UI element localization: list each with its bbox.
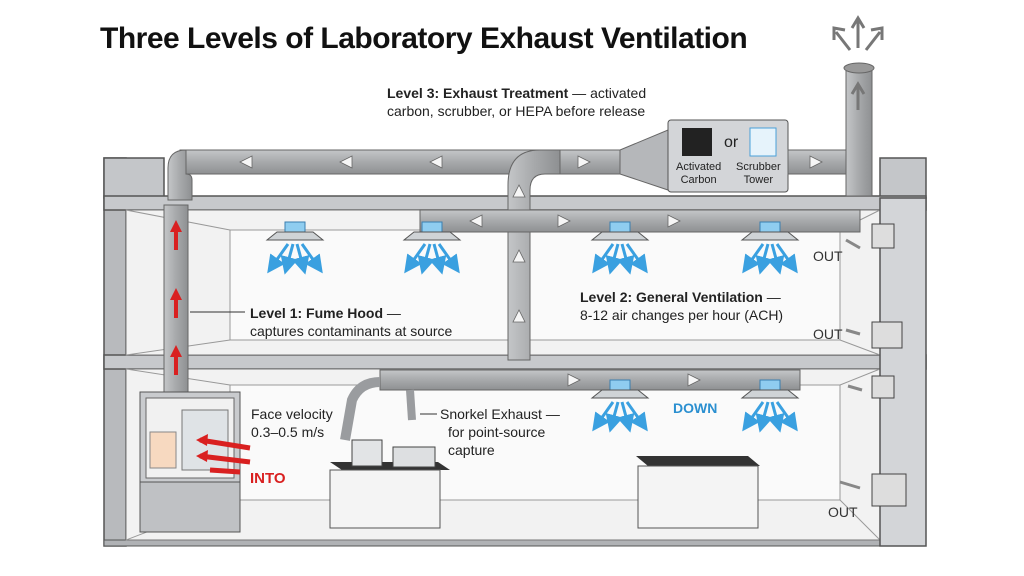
carbon-label-1: Activated	[676, 161, 722, 173]
fume-hood-airflow-arrows	[170, 220, 251, 475]
out-label-1: OUT	[813, 248, 843, 264]
level3-desc-2: carbon, scrubber, or HEPA before release	[387, 103, 646, 119]
level1-suffix: —	[383, 305, 401, 321]
face-velocity-1: Face velocity	[251, 406, 333, 422]
page-title: Three Levels of Laboratory Exhaust Venti…	[100, 22, 748, 55]
level2-heading: Level 2: General Ventilation	[580, 289, 763, 305]
ceiling-diffuser-icon	[590, 221, 650, 275]
carbon-label: Activated Carbon	[676, 161, 721, 187]
outlet-arrows	[839, 238, 863, 490]
main-riser	[379, 149, 861, 391]
level3-heading: Level 3: Exhaust Treatment	[387, 85, 569, 101]
scrubber-tower-icon	[749, 127, 777, 157]
into-label: INTO	[250, 470, 286, 487]
level2-desc: 8-12 air changes per hour (ACH)	[580, 307, 784, 323]
scrubber-label-1: Scrubber	[736, 161, 781, 173]
scrubber-label: Scrubber Tower	[736, 161, 781, 187]
out-label-3: OUT	[828, 504, 858, 520]
leader-lines	[190, 311, 437, 415]
ceiling-diffuser-icon	[265, 221, 325, 275]
down-label: DOWN	[673, 400, 718, 416]
exhaust-plume-icon	[832, 15, 884, 110]
ceiling-diffuser-icon	[740, 221, 800, 275]
level3-desc-1: — activated	[568, 85, 647, 101]
face-velocity-2: 0.3–0.5 m/s	[251, 424, 325, 440]
fume-hood-cabinet	[139, 391, 241, 533]
ceiling-diffuser-icon	[740, 379, 800, 433]
ceiling-diffuser-icon	[590, 379, 650, 433]
wall-vents	[871, 223, 907, 507]
face-velocity-label: Face velocity 0.3–0.5 m/s	[251, 405, 333, 441]
level2-suffix: —	[762, 289, 781, 305]
snorkel-line-2: for point-source	[448, 424, 546, 440]
snorkel-arm	[340, 377, 416, 441]
out-label-2: OUT	[813, 326, 843, 342]
carbon-label-2: Carbon	[680, 174, 717, 186]
level1-desc: captures contaminants at source	[250, 323, 453, 339]
level2-label: Level 2: General Ventilation — 8-12 air …	[580, 288, 783, 324]
snorkel-line-1: Snorkel Exhaust —	[440, 406, 560, 422]
level1-label: Level 1: Fume Hood — captures contaminan…	[250, 304, 452, 340]
ceiling-diffusers	[265, 221, 800, 433]
duct-flow-arrows	[239, 155, 823, 387]
level1-heading: Level 1: Fume Hood	[250, 305, 384, 321]
carbon-filter-icon	[682, 128, 712, 156]
snorkel-label: Snorkel Exhaust — for point-source captu…	[440, 405, 560, 459]
ceiling-diffuser-icon	[402, 221, 462, 275]
snorkel-line-3: capture	[448, 442, 495, 458]
or-text: or	[724, 134, 739, 151]
scrubber-label-2: Tower	[743, 174, 773, 186]
level3-label: Level 3: Exhaust Treatment — activated c…	[387, 84, 646, 120]
lab-benches	[329, 439, 760, 529]
